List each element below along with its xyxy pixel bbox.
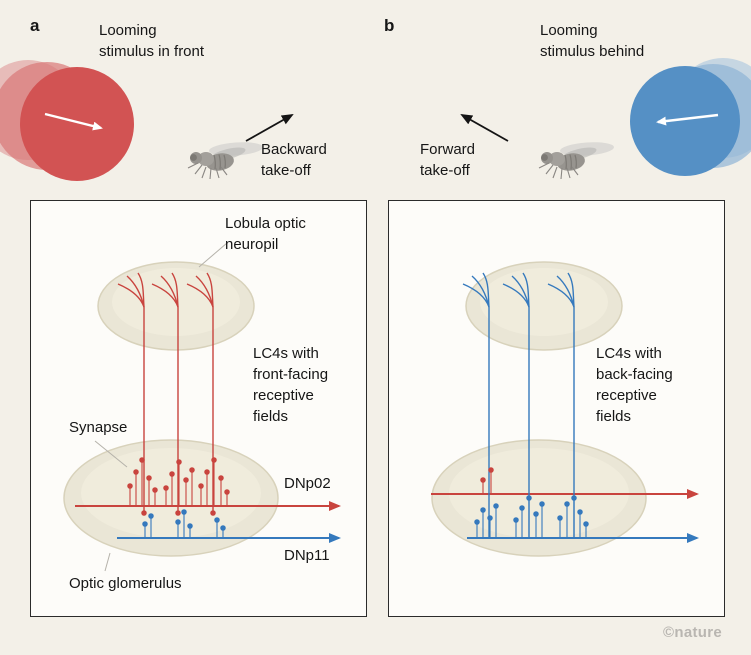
fly-stripes — [213, 154, 226, 170]
lc4-back-label: LC4s with back-facing receptive fields — [596, 345, 673, 425]
glomerulus-highlight — [81, 448, 261, 538]
fly-legs — [187, 162, 228, 180]
expansion-arrow-left-icon — [656, 113, 719, 126]
fly-thorax — [549, 152, 565, 166]
glomerulus-leader-line — [104, 552, 111, 572]
fly-stripes — [564, 154, 577, 170]
forward-takeoff-arrow-icon — [460, 114, 509, 142]
dnp02-label: DNp02 — [284, 475, 331, 492]
lc4-front-label: LC4s with front-facing receptive fields — [253, 345, 329, 425]
backward-takeoff-arrow-icon — [245, 114, 294, 142]
stimulus-label-a: Looming stimulus in front — [99, 22, 205, 60]
circuit-diagram-back — [431, 261, 699, 557]
optic-glomerulus-label: Optic glomerulus — [69, 575, 182, 592]
stimulus-label-b: Looming stimulus behind — [540, 22, 645, 60]
fly-illustration-b — [538, 142, 614, 180]
takeoff-label-b: Forward take-off — [420, 141, 476, 179]
dnp02-synapses — [127, 457, 230, 516]
synapse-leader-line — [94, 440, 128, 468]
nature-watermark: ©nature — [663, 624, 722, 641]
stimulus-circle-front — [20, 67, 134, 181]
lobula-label: Lobula optic neuropil — [225, 215, 306, 253]
diagram-panel-b: LC4s with back-facing receptive fields — [388, 200, 725, 617]
takeoff-label-a: Backward take-off — [261, 141, 327, 179]
dnp11-label: DNp11 — [284, 547, 330, 564]
synapse-label: Synapse — [69, 419, 128, 436]
fly-eye — [541, 154, 548, 161]
panel-b-letter: b — [384, 16, 395, 35]
dnp11-synapses — [142, 509, 226, 538]
lc4-neurons-red — [117, 272, 214, 513]
fly-illustration-a — [187, 142, 263, 180]
looming-stimulus-front-graphic — [0, 60, 134, 181]
lobula-highlight — [480, 268, 608, 336]
dnp02-synapses — [480, 467, 494, 494]
fly-thorax — [198, 152, 214, 166]
lobula-leader-line — [198, 242, 228, 268]
stimulus-circle-front — [630, 66, 740, 176]
circuit-diagram-front — [63, 242, 341, 572]
expansion-arrow-right-icon — [44, 112, 103, 131]
panel-a-letter: a — [30, 16, 40, 35]
diagram-panel-a: Lobula optic neuropil LC4s with front-fa… — [30, 200, 367, 617]
fly-legs — [538, 162, 579, 180]
dnp11-synapses — [474, 495, 589, 538]
looming-stimulus-behind-graphic — [630, 58, 751, 176]
fly-eye — [190, 154, 197, 161]
